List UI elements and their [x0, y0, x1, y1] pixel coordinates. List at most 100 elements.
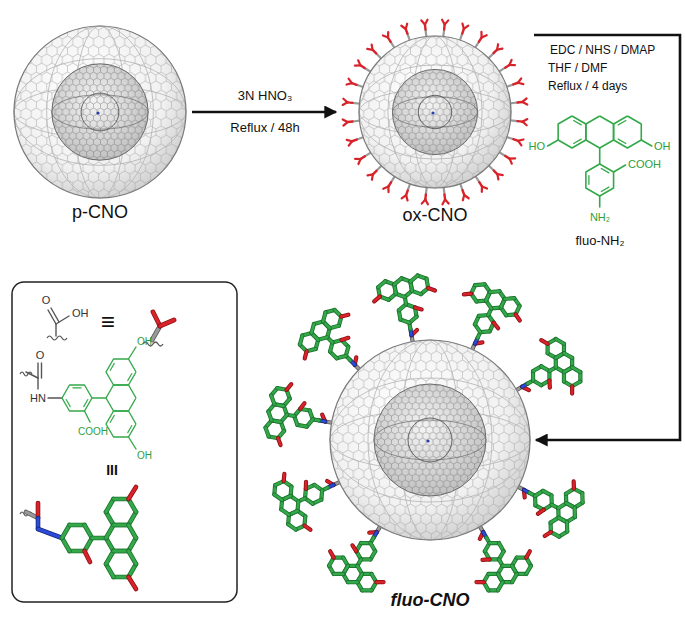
stick-bond — [377, 281, 386, 287]
carboxyl-oxygen — [442, 20, 445, 25]
stick-bond — [129, 551, 137, 564]
stick-outline — [129, 487, 137, 499]
ring-bonds — [558, 116, 586, 148]
stick-bond — [524, 551, 531, 557]
stick-outline — [342, 336, 349, 343]
stick-bond — [376, 579, 383, 585]
stick-outline — [541, 338, 547, 345]
stick-bond — [428, 287, 435, 292]
stick-bond — [281, 474, 287, 481]
bond-line — [548, 140, 559, 146]
reaction-arrow — [534, 35, 680, 440]
stick-bond — [270, 395, 276, 404]
stick-bond — [267, 411, 273, 420]
stick-outline — [267, 411, 273, 420]
structure-number: III — [106, 463, 118, 478]
stick-outline — [464, 291, 471, 297]
sphere-outline — [359, 36, 511, 188]
stick-outline — [160, 320, 174, 326]
stick-bond — [538, 508, 544, 515]
carboxyl-oxygen — [421, 20, 425, 24]
bond-line — [129, 437, 137, 449]
carboxyl-oxygen — [482, 186, 487, 188]
bond-line — [48, 397, 62, 398]
stick-outline — [564, 351, 572, 360]
stick-bond — [569, 386, 575, 393]
carboxyl-oxygen — [347, 83, 352, 84]
atom-label: NH₂ — [590, 211, 610, 223]
stick-outline — [288, 522, 296, 531]
stick-outline — [556, 337, 564, 346]
stick-bond — [341, 312, 348, 319]
carboxyl-oxygen — [522, 119, 527, 122]
reaction-condition: EDC / NHS / DMAP — [548, 44, 657, 57]
stick-bond — [496, 582, 505, 590]
bond-line — [599, 196, 601, 207]
stick-outline — [428, 287, 435, 292]
stick-outline — [308, 324, 317, 333]
atom-label: COOH — [78, 426, 108, 437]
double-bond — [128, 374, 132, 381]
bond-line — [56, 316, 69, 324]
stick-bond — [578, 493, 586, 502]
carboxyl-oxygen — [367, 49, 372, 50]
inner-mesh — [392, 69, 477, 154]
bond-line — [37, 363, 38, 378]
stick-outline — [85, 551, 91, 562]
carboxyl-oxygen — [349, 141, 352, 145]
stick-outline — [475, 281, 484, 289]
stick-bond — [281, 507, 289, 516]
atom-label: COOH — [628, 158, 661, 170]
particle-label: p-CNO — [8, 203, 192, 223]
stick-outline — [377, 281, 386, 287]
atom-label: HO — [529, 140, 546, 152]
equivalence-sign: ≡ — [101, 309, 115, 335]
inset-frame — [12, 282, 237, 602]
double-bond — [601, 187, 609, 191]
carboxyl-oxygen — [401, 26, 405, 29]
ring-bonds — [614, 116, 642, 148]
bond-line — [51, 308, 59, 322]
stick-bond — [547, 381, 553, 388]
particle-label: fluo-CNO — [324, 591, 536, 611]
stick-outline — [129, 525, 137, 538]
sphere-longitude — [368, 340, 492, 540]
wavy-bond — [47, 336, 67, 340]
stick-outline — [571, 481, 577, 488]
bond-line — [641, 140, 652, 146]
bond-line — [55, 324, 56, 336]
stick-outline — [297, 336, 306, 345]
atom-label: OH — [137, 336, 152, 347]
stick-bond — [475, 281, 484, 289]
inner-mesh — [374, 384, 486, 496]
inner-shell — [52, 64, 148, 160]
stick-outline — [376, 579, 383, 585]
sphere-latitude — [330, 378, 530, 502]
stick-bond — [563, 522, 571, 531]
stick-bond — [297, 336, 306, 345]
sphere-mesh — [359, 36, 511, 188]
sphere-latitude — [359, 65, 511, 159]
stick-bond — [571, 508, 579, 517]
carboxyl-oxygen — [509, 60, 511, 65]
stick-outline — [524, 566, 533, 574]
stick-bond — [152, 326, 160, 340]
sphere-latitude — [14, 59, 186, 166]
stick-bond — [545, 530, 551, 537]
stick-bond — [505, 295, 514, 303]
stick-bond — [564, 351, 572, 360]
stick-bond — [85, 551, 91, 562]
stick-bond — [410, 276, 419, 282]
stick-outline — [281, 507, 289, 516]
carboxyl-oxygen — [445, 199, 449, 203]
sphere-longitude — [47, 26, 154, 198]
bond-line — [129, 347, 137, 359]
stick-bond — [492, 323, 499, 329]
stick-outline — [129, 577, 137, 589]
stick-bond — [264, 428, 270, 437]
stick-outline — [411, 330, 418, 335]
carboxyl-oxygen — [462, 24, 463, 29]
stick-bond — [476, 579, 483, 585]
reagent-name: fluo-NH₂ — [575, 234, 624, 248]
inner-latitude — [52, 95, 148, 129]
